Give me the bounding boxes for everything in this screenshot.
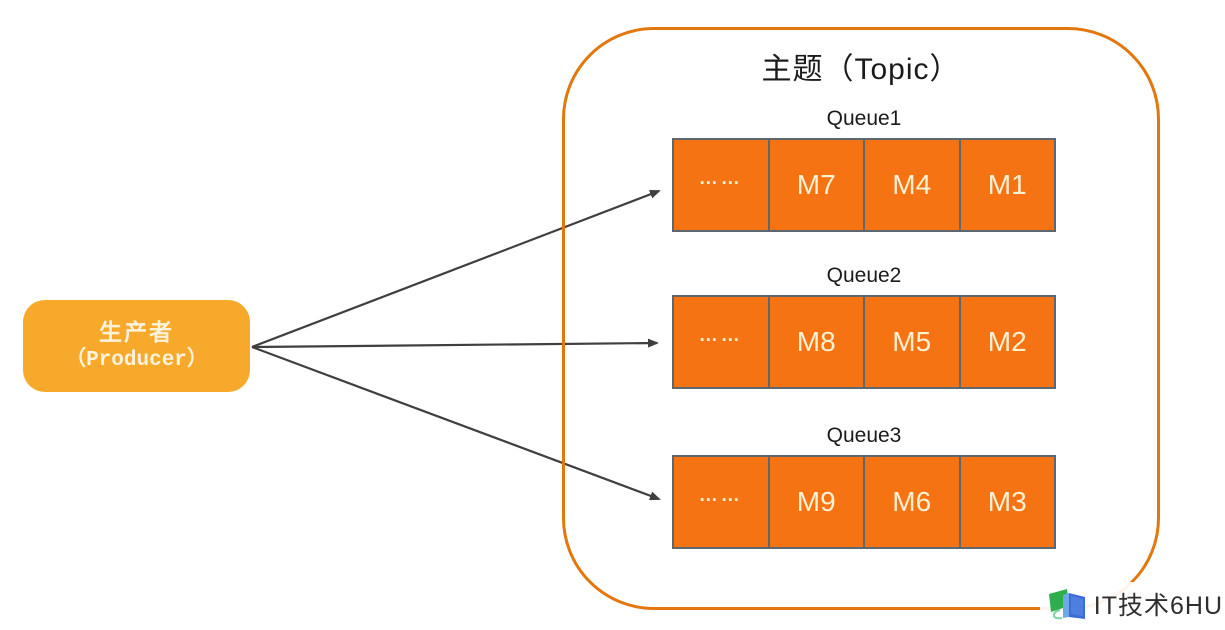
queue-cell: M3	[958, 455, 1056, 549]
watermark-logo-icon	[1048, 589, 1085, 620]
topic-title: 主题（Topic）	[761, 53, 961, 86]
queue3-label: Queue3	[826, 424, 902, 447]
queue-cell-text: ……	[698, 485, 743, 506]
queue-cell: M5	[863, 295, 961, 389]
queue-cell: M4	[863, 138, 961, 232]
producer-box: 生产者 （Producer）	[23, 300, 250, 392]
topic-container: 主题（Topic）	[562, 27, 1160, 610]
queue1-group: Queue1 …… M7 M4 M1	[672, 103, 1056, 232]
queue-cell: ……	[672, 138, 770, 232]
queue-cell: M6	[863, 455, 961, 549]
queue2-row: …… M8 M5 M2	[672, 295, 1056, 389]
queue-cell: M8	[767, 295, 865, 389]
queue-cell: ……	[672, 455, 770, 549]
queue2-label: Queue2	[826, 264, 902, 287]
queue1-label: Queue1	[826, 107, 902, 130]
queue-cell: M2	[958, 295, 1056, 389]
queue3-group: Queue3 …… M9 M6 M3	[672, 420, 1056, 549]
queue2-group: Queue2 …… M8 M5 M2	[672, 260, 1056, 389]
queue1-row: …… M7 M4 M1	[672, 138, 1056, 232]
producer-subtitle: （Producer）	[65, 349, 208, 372]
watermark: IT技术6HU	[1039, 582, 1225, 626]
producer-title: 生产者	[99, 319, 174, 345]
queue-cell-text: ……	[698, 325, 743, 346]
queue-cell: M7	[767, 138, 865, 232]
queue-cell: M9	[767, 455, 865, 549]
queue3-row: …… M9 M6 M3	[672, 455, 1056, 549]
queue-cell-text: ……	[698, 168, 743, 189]
watermark-text: IT技术6HU	[1093, 592, 1223, 620]
queue-cell: ……	[672, 295, 770, 389]
queue-cell: M1	[958, 138, 1056, 232]
